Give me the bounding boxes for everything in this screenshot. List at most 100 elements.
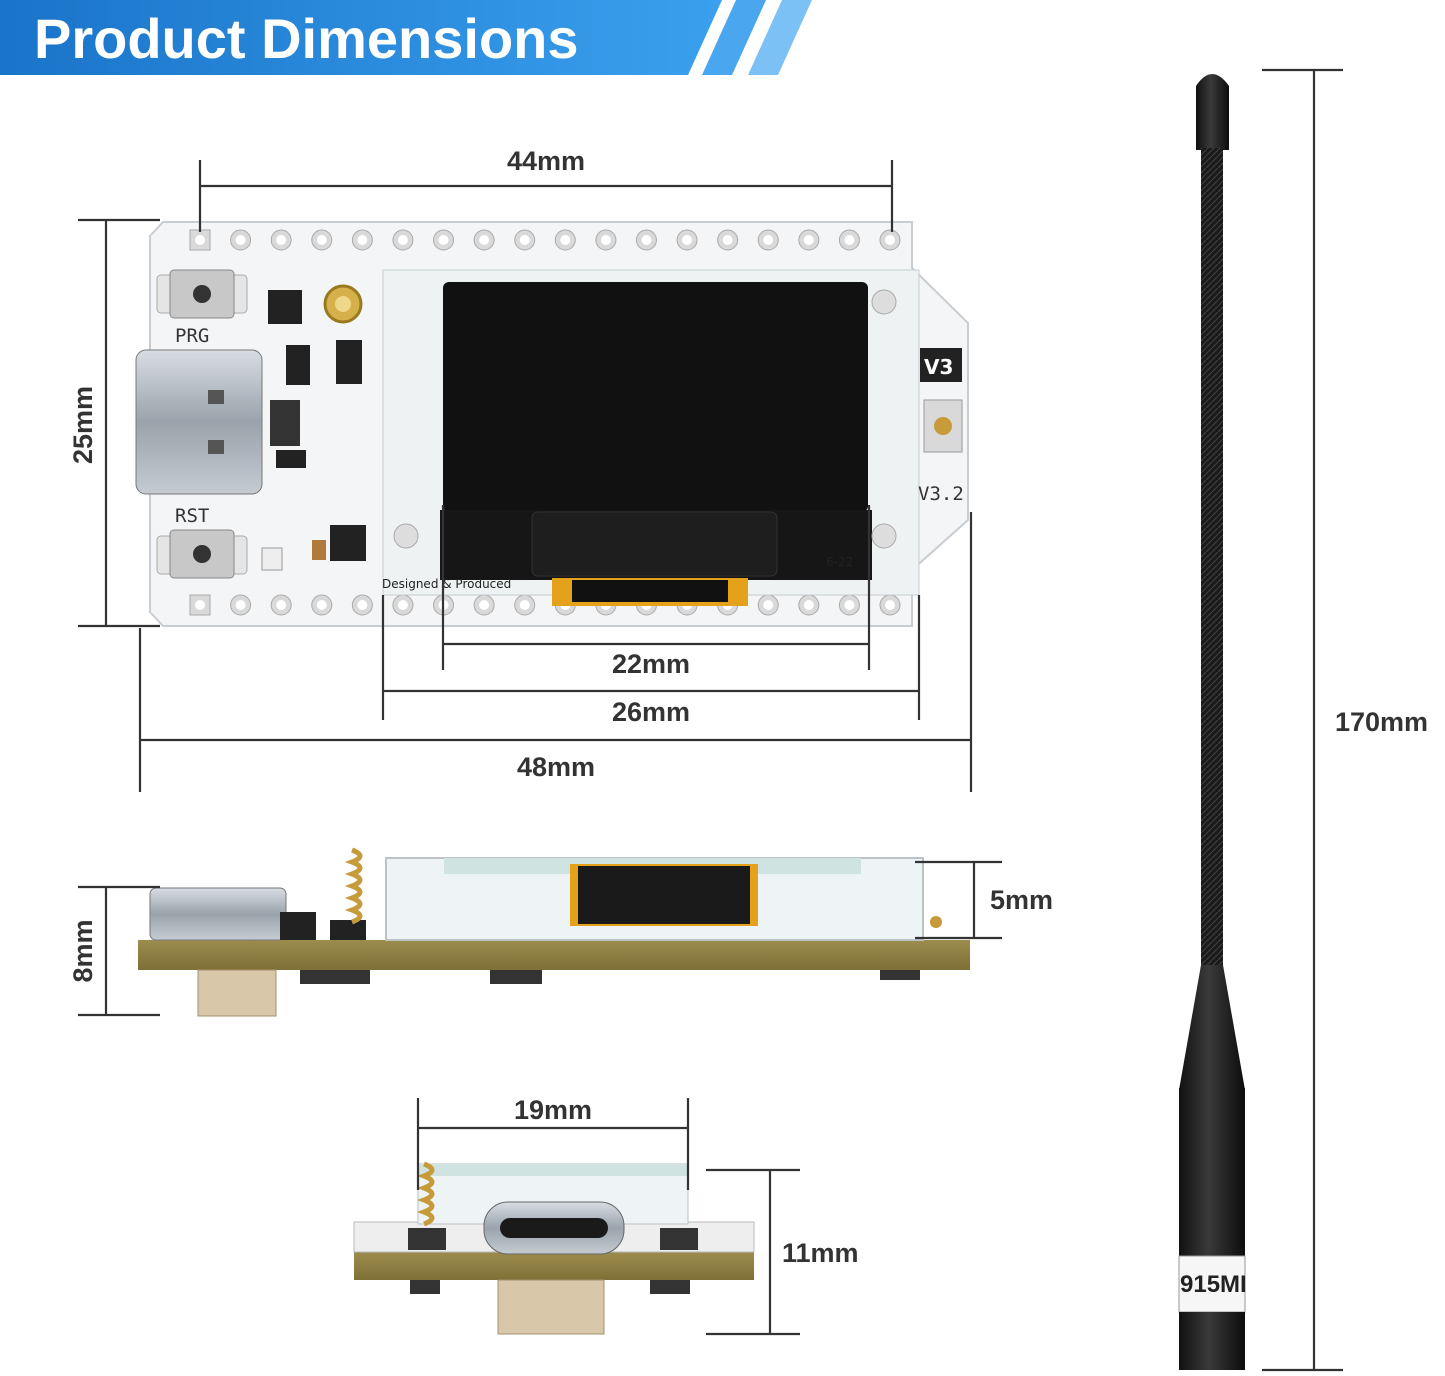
dim-end-width: 19mm [416, 1095, 690, 1190]
revision-label: V3.2 [918, 483, 964, 505]
header-pin-hole [844, 600, 855, 610]
header-pin-hole [885, 600, 895, 610]
header-pin-hole [844, 235, 855, 245]
dim-side-height: 8mm [68, 885, 160, 1017]
banner-title: Product Dimensions [34, 7, 579, 70]
bottom-component [490, 970, 542, 984]
rst-button-cap [193, 545, 211, 563]
dim-oled-active: 22mm [441, 505, 871, 679]
header-pin-hole [195, 600, 205, 610]
oled-flex-cable-cover [572, 580, 728, 602]
ipex-connector-side [930, 916, 942, 928]
dim-label-height: 25mm [68, 386, 98, 464]
mount-hole [871, 523, 897, 549]
header-pin-hole [235, 600, 246, 610]
header-pin-hole [316, 600, 327, 610]
header-pin-hole [763, 600, 774, 610]
header-pin-hole [600, 235, 611, 245]
header-pin-hole [803, 600, 814, 610]
header-pin-hole [682, 235, 693, 245]
oled-display [443, 282, 868, 512]
dim-label-overall-length: 48mm [517, 752, 595, 782]
dim-end-height: 11mm [706, 1168, 859, 1336]
dim-label-end-height: 11mm [782, 1238, 859, 1268]
chip [276, 450, 306, 468]
header-pin-hole [519, 235, 530, 245]
header-pin-hole [397, 235, 408, 245]
antenna-base [1179, 1312, 1245, 1370]
usb-c-opening [500, 1218, 608, 1238]
date-code: 6-22 [826, 555, 853, 569]
ipex-connector-center [934, 417, 952, 435]
antenna-whip [1201, 148, 1223, 968]
flex-cable-cover-side [578, 866, 750, 924]
dim-oled-glass: 26mm [381, 595, 921, 727]
bottom-component [650, 1280, 690, 1294]
title-banner: Product Dimensions [0, 0, 812, 75]
header-pin-hole [479, 235, 490, 245]
banner-bar [0, 0, 722, 75]
header-pin-hole [397, 600, 408, 610]
header-pin-hole [885, 235, 895, 245]
header-pin-hole [357, 600, 368, 610]
spring-antenna-center [335, 296, 351, 312]
header-pin-hole [276, 600, 287, 610]
led [261, 547, 283, 571]
dim-label-end-width: 19mm [514, 1095, 592, 1125]
antenna: 915MI [1178, 74, 1247, 1370]
board-top-view: PRG RST 6-22 V3 V3. [135, 221, 969, 627]
ipex-connector [923, 399, 963, 453]
chip-side [280, 912, 316, 940]
bottom-component [880, 970, 920, 980]
prg-label: PRG [175, 325, 209, 347]
header-pin-hole [722, 235, 733, 245]
usb-c-port-side [149, 887, 287, 941]
mount-hole [871, 289, 897, 315]
bottom-component [300, 970, 370, 984]
prg-button-cap [193, 285, 211, 303]
spring-antenna-side [344, 847, 363, 925]
banner-stripe [748, 0, 812, 75]
pin-header-top [189, 229, 901, 251]
oled-glass-top-end [418, 1164, 688, 1176]
battery-connector-end [497, 1279, 605, 1335]
dim-label-side-height: 8mm [68, 919, 98, 982]
chip [286, 345, 310, 385]
header-pin-hole [479, 600, 490, 610]
antenna-label: 915MI [1180, 1271, 1247, 1298]
antenna-tip [1196, 74, 1229, 150]
banner-stripe [702, 0, 766, 75]
antenna-taper [1179, 965, 1245, 1090]
dim-overall-length: 48mm [138, 512, 973, 792]
version-badge [920, 348, 962, 382]
antenna-label-band [1178, 1255, 1246, 1313]
board-end-view [353, 1161, 755, 1335]
header-pin-hole [803, 235, 814, 245]
rst-label: RST [175, 505, 209, 527]
battery-connector-side [197, 969, 277, 1017]
header-pin-hole [357, 235, 368, 245]
dim-label-oled-active: 22mm [612, 649, 690, 679]
chip-side [330, 920, 366, 940]
header-pin-hole [519, 600, 530, 610]
dim-label-width-holes: 44mm [507, 146, 585, 176]
header-pin-hole [438, 235, 449, 245]
button-end [660, 1228, 698, 1250]
board-side-view [138, 847, 970, 1017]
button-end [408, 1228, 446, 1250]
usb-c-port [135, 349, 263, 495]
bottom-component [410, 1280, 440, 1294]
header-pin-hole [276, 235, 287, 245]
pcb-edge-end [354, 1252, 754, 1280]
mount-hole [393, 523, 419, 549]
oled-driver [531, 511, 778, 577]
pcb-edge [138, 940, 970, 970]
dim-oled-thickness: 5mm [915, 860, 1053, 940]
chip [330, 525, 366, 561]
designed-label: Designed & Produced [382, 577, 511, 591]
header-pin-hole [641, 235, 652, 245]
dim-label-oled-thickness: 5mm [990, 885, 1053, 915]
capacitor [312, 540, 326, 560]
header-pin-hole [763, 235, 774, 245]
